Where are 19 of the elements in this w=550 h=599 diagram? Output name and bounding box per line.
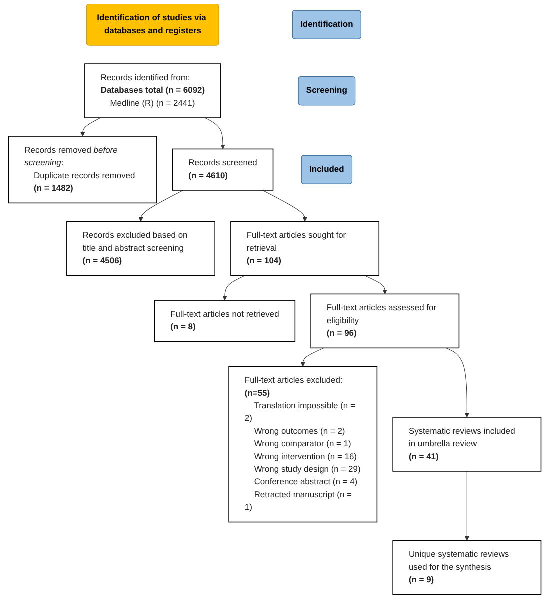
node-box: Unique systematic reviews used for the synthesis (n = 9) — [392, 540, 542, 596]
node-box: Full-text articles sought for retrieval (n = 104) — [230, 221, 380, 276]
node-box: Full-text articles excluded: (n=55) Translation impossible (n = 2) Wrong outcomes (n = 2) Wrong comparator (n = 1) Wrong intervention (n = 16) Wrong study design (n = 29) Conference abstract (n = 4) Retracted manuscript (n = 1) — [228, 366, 378, 523]
node-box: Records removed before screening: Duplicate records removed (n = 1482) — [8, 136, 158, 204]
node-box: Records screened (n = 4610) — [172, 148, 274, 191]
arrow — [364, 275, 388, 294]
node-box: Systematic reviews included in umbrella review (n = 41) — [392, 417, 542, 472]
arrow — [80, 118, 102, 137]
node-box: Records identified from: Databases total (n = 6092) Medline (R) (n = 2441) — [84, 64, 222, 118]
arrow — [464, 471, 470, 541]
arrow — [222, 275, 246, 301]
arrow — [262, 190, 308, 222]
arrow — [204, 118, 226, 150]
node-box: Full-text articles not retrieved (n = 8) — [154, 300, 296, 342]
node-box: Full-text articles assessed for eligibility (n = 96) — [310, 294, 460, 349]
arrow — [138, 190, 184, 222]
arrow — [446, 348, 470, 418]
node-box: Records excluded based on title and abstract screening (n = 4506) — [66, 221, 216, 276]
arrow — [300, 348, 324, 367]
